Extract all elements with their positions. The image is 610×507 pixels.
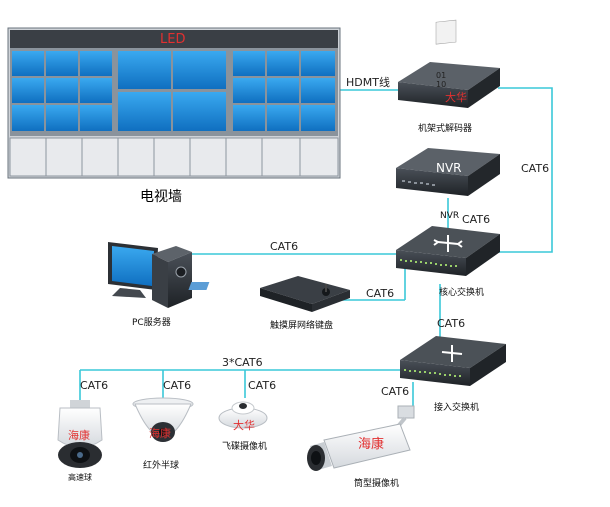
nvr-core-cable-label: CAT6 (462, 213, 491, 226)
nvr-screen-text: NVR (436, 161, 462, 175)
keyboard-core-cable-label: CAT6 (366, 287, 395, 300)
keyboard-label: 触摸屏网络键盘 (270, 321, 334, 331)
bullet-camera-brand: 海康 (358, 437, 385, 452)
speed-dome-cable-label: CAT6 (80, 379, 109, 392)
bullet-camera-cable-label: CAT6 (381, 385, 410, 398)
pc-server-label: PC服务器 (132, 318, 171, 328)
core-switch-device (396, 226, 500, 276)
pc-server-device (108, 242, 192, 308)
ufo-camera-brand: 大华 (233, 419, 255, 432)
ufo-camera-cable-label: CAT6 (248, 379, 277, 392)
infrared-dome-cable-label: CAT6 (163, 379, 192, 392)
infrared-dome-brand: 海康 (149, 427, 171, 440)
speed-dome-label: 高速球 (68, 473, 92, 482)
video-wall-label: 电视墙 (140, 189, 182, 205)
pc-core-cable-label: CAT6 (270, 240, 299, 253)
decoder-core-cable-label: CAT6 (521, 162, 550, 175)
wall-center-screens (118, 51, 226, 131)
access-switch-device (400, 336, 506, 386)
led-sign-text: LED (160, 32, 186, 47)
nvr-device (396, 148, 500, 196)
wall-cabinet (9, 137, 339, 177)
nvr-label: NVR (440, 211, 460, 221)
cable-decoder-core (498, 87, 553, 253)
decoder-label: 机架式解码器 (418, 124, 473, 134)
core-switch-label: 核心交换机 (439, 288, 485, 298)
ufo-camera-label: 飞碟摄像机 (222, 442, 268, 452)
cables (79, 87, 553, 416)
bullet-camera-label: 筒型摄像机 (354, 479, 400, 489)
speed-dome-brand: 海康 (68, 429, 90, 442)
decoder-device (398, 19, 500, 108)
bullet-camera (307, 405, 415, 471)
infrared-dome-camera (132, 397, 194, 442)
ufo-camera (218, 401, 268, 429)
decoder-brand: 大华 (445, 91, 467, 104)
video-wall (7, 27, 341, 179)
infrared-dome-label: 红外半球 (143, 461, 180, 471)
wall-right-screens (233, 51, 335, 131)
decoder-icon-text: 01 10 (436, 71, 447, 89)
hdmi-cable-label: HDMT线 (346, 76, 390, 89)
speed-dome-camera (57, 400, 103, 468)
keyboard-device (188, 276, 350, 312)
camera-bus-cable-label: 3*CAT6 (222, 356, 263, 369)
wall-left-screens (12, 51, 112, 131)
access-switch-label: 接入交换机 (434, 403, 480, 413)
core-access-cable-label: CAT6 (437, 317, 466, 330)
